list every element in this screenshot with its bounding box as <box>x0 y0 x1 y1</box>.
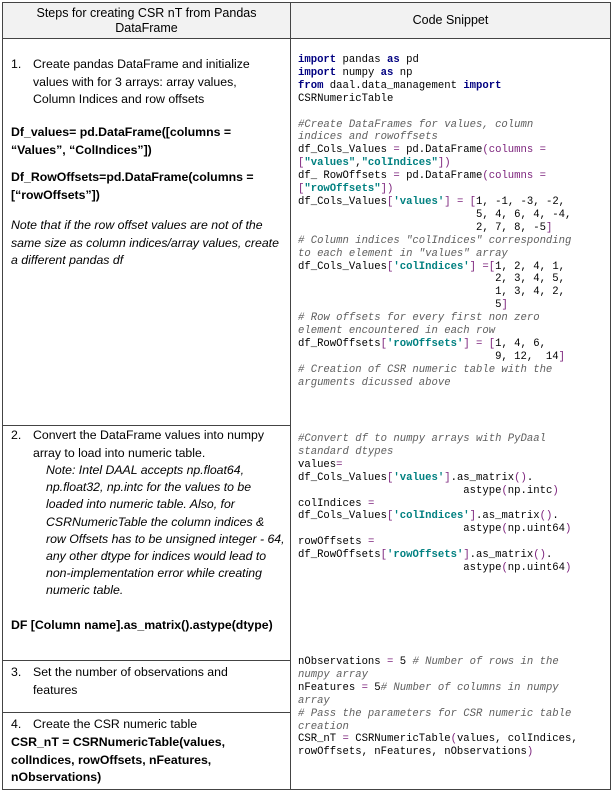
step-3-number: 3. <box>11 665 22 679</box>
code-line: arguments dicussed above <box>298 376 451 389</box>
step-2-number: 2. <box>11 428 22 442</box>
code-line: array <box>298 694 330 707</box>
code-line: element encountered in each row <box>298 325 496 338</box>
code-line: ["rowOffsets"]) <box>298 183 394 196</box>
step-4-text: Create the CSR numeric table <box>33 717 198 731</box>
code-line: df_RowOffsets['rowOffsets'] = [1, 4, 6, <box>298 337 546 350</box>
header-steps: Steps for creating CSR nT from Pandas Da… <box>36 5 257 35</box>
code-line: ["values","colIndices"]) <box>298 157 451 170</box>
code-line: astype(np.uint64) <box>298 523 572 536</box>
code-line: nFeatures = 5# Number of columns in nump… <box>298 681 559 694</box>
code-line: #Create DataFrames for values, column <box>298 118 534 131</box>
code-line: to each element in "values" array <box>298 247 508 260</box>
step-4-syntax: CSR_nT = CSRNumericTable(values, colIndi… <box>11 735 226 784</box>
code-snippet-step-3-4: nObservations = 5 # Number of rows in th… <box>298 656 578 759</box>
step-1-text: Create pandas DataFrame and initialize v… <box>33 57 250 106</box>
code-line: 2, 3, 4, 5, <box>298 273 566 286</box>
code-line: df_Cols_Values['values'] = [1, -1, -3, -… <box>298 195 566 208</box>
column-divider <box>290 3 291 789</box>
step-1-note: Note that if the row offset values are n… <box>11 218 279 267</box>
step-1-df-rowoffsets-code: Df_RowOffsets=pd.DataFrame(columns = [“r… <box>11 170 254 202</box>
code-line: # Row offsets for every first non zero <box>298 312 540 325</box>
code-line: 9, 12, 14] <box>298 350 566 363</box>
code-line: rowOffsets, nFeatures, nObservations) <box>298 746 534 759</box>
code-line: 2, 7, 8, -5] <box>298 221 553 234</box>
code-line: import pandas as pd <box>298 54 419 66</box>
row-divider <box>3 38 610 39</box>
row-divider <box>3 660 290 661</box>
step-2-note: Note: Intel DAAL accepts np.float64, np.… <box>46 463 285 598</box>
step-1-df-values-code: Df_values= pd.DataFrame([columns = “Valu… <box>11 125 232 157</box>
code-line: 5] <box>298 299 508 312</box>
code-line: CSR_nT = CSRNumericTable(values, colIndi… <box>298 733 578 746</box>
code-line: # Pass the parameters for CSR numeric ta… <box>298 707 572 720</box>
row-divider <box>3 712 290 713</box>
code-line: df_ RowOffsets = pd.DataFrame(columns = <box>298 170 546 183</box>
code-line: values= <box>298 458 343 471</box>
code-line: df_Cols_Values['values'].as_matrix(). <box>298 471 534 484</box>
code-line: nObservations = 5 # Number of rows in th… <box>298 656 559 668</box>
code-line: 1, 3, 4, 2, <box>298 286 566 299</box>
code-line: standard dtypes <box>298 445 394 458</box>
step-1-number: 1. <box>11 57 22 71</box>
table-header-row <box>3 3 610 38</box>
code-line: indices and rowoffsets <box>298 131 438 144</box>
code-line: rowOffsets = <box>298 536 375 549</box>
code-line: astype(np.intc) <box>298 484 559 497</box>
code-line: CSRNumericTable <box>298 92 394 105</box>
header-code-snippet: Code Snippet <box>412 13 489 27</box>
code-line: colIndices = <box>298 497 375 510</box>
step-3-text: Set the number of observations and featu… <box>33 665 228 697</box>
code-line: #Convert df to numpy arrays with PyDaal <box>298 433 546 445</box>
row-divider <box>3 425 290 426</box>
step-4-number: 4. <box>11 717 22 731</box>
code-snippet-step-2: #Convert df to numpy arrays with PyDaal … <box>298 433 571 575</box>
code-line: numpy array <box>298 668 368 681</box>
code-line: astype(np.uint64) <box>298 562 572 575</box>
code-line: from daal.data_management import <box>298 79 502 92</box>
code-line: # Creation of CSR numeric table with the <box>298 363 553 376</box>
code-line: 5, 4, 6, 4, -4, <box>298 208 572 221</box>
code-line: df_Cols_Values['colIndices'].as_matrix()… <box>298 510 559 523</box>
code-line: df_Cols_Values = pd.DataFrame(columns = <box>298 144 546 157</box>
code-line: creation <box>298 720 349 733</box>
code-line: # Column indices "colIndices" correspond… <box>298 234 572 247</box>
code-snippet-step-1: import pandas as pd import numpy as np f… <box>298 54 571 390</box>
step-2-syntax: DF [Column name].as_matrix().astype(dtyp… <box>11 618 273 632</box>
code-line: df_RowOffsets['rowOffsets'].as_matrix(). <box>298 549 553 562</box>
code-line: df_Cols_Values['colIndices'] =[1, 2, 4, … <box>298 260 566 273</box>
step-2-text: Convert the DataFrame values into numpy … <box>33 428 265 460</box>
code-line: import numpy as np <box>298 66 413 79</box>
